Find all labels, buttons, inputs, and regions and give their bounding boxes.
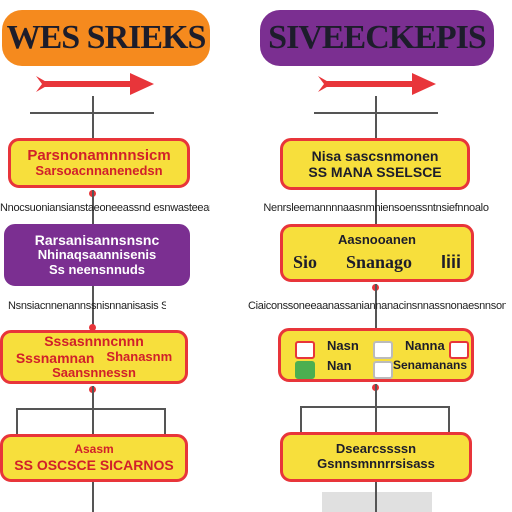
right-step-3-green-chip [295,361,315,379]
left-step-1-line-1: Parsnonamnnnsicm [27,146,171,164]
left-connector-v3 [92,286,94,330]
left-branch-r [164,408,166,436]
left-caption-2: Nsnsiacnnenannssnisnnanisasis Sesoeneioi… [8,300,166,312]
right-step-2-left: Sio [293,251,318,272]
right-step-2-title: Aasnooanen [337,232,416,247]
right-step-4-line-2: Gsnnsmnnrrsisass [317,456,435,471]
right-header: SIVEECKEPIS [260,10,494,66]
right-step-3-red-chip-2 [449,341,469,359]
left-step-4-line-1: Asasm [74,442,114,457]
left-step-2-line-2: Nhinaqsaannisenis [37,247,157,263]
left-connector-v2 [92,190,94,226]
left-step-1-line-2: Sarsoacnnanenedsn [35,163,163,179]
right-branch-r [448,406,450,434]
left-caption-1: Nnocsuoniansianstaeoneeassnd esnwasteean… [0,202,210,214]
right-caption-2: Ciaiconssoneeaanassaniannanacinsnnassnon… [248,300,506,312]
right-step-1-line-2: SS MANA SSELSCE [308,164,442,180]
right-step-1-line-1: Nisa sascsnmonen [311,147,439,164]
right-connector-v4 [375,384,377,434]
left-header: WES SRIEKS [2,10,210,66]
left-step-2-line-3: Ss neensnnuds [48,262,146,278]
right-step-1-box: Nisa sascsnmonen SS MANA SSELSCE [280,138,470,190]
left-step-2-box: Rarsanisannsnsnc Nhinaqsaannisenis Ss ne… [4,224,190,286]
right-connector-v3 [375,284,377,330]
right-step-3-line-3: Nanna [405,338,445,353]
right-branch-h [300,406,450,408]
right-step-4-line-1: Dsearcssssn [335,441,417,457]
right-step-2-box: Aasnooanen Sio Snanago Iiii [280,224,474,282]
right-bottom-bar [322,492,432,512]
right-step-3-white-chip-1 [373,341,393,359]
left-step-1-box: Parsnonamnnnsicm Sarsoacnnanenedsn [8,138,190,188]
right-arrow-icon [318,73,436,95]
right-step-2-row: Sio Snanago Iiii [283,252,471,273]
left-step-3-box: Sssasnnncnnn Sssnamnan Shanasnm Saansnne… [0,330,188,384]
right-connector-v5 [375,482,377,512]
left-branch-l [16,408,18,436]
right-caption-1: Nenrsleemannnnaasnmniensoenssntnsiefnnoa… [263,202,489,214]
left-step-3-line-1: Sssasnnncnnn [44,333,144,350]
right-step-3-box: Nasn Nan Nanna Senamanans [278,328,474,382]
left-connector-v1 [92,96,94,140]
left-connector-v5 [92,482,94,512]
left-branch-h [16,408,166,410]
left-connector-v4 [92,386,94,436]
right-step-4-box: Dsearcssssn Gsnnsmnnrrsisass [280,432,472,482]
left-step-4-box: Asasm SS OSCSCE SICARNOS [0,434,188,482]
right-step-3-line-2: Nan [327,358,352,373]
right-step-2-mid: Snanago [345,251,413,272]
right-step-3-white-chip-2 [373,361,393,379]
right-branch-l [300,406,302,434]
right-step-3-line-1: Nasn [327,338,359,353]
right-step-3-line-4: Senamanans [393,358,468,372]
left-step-4-line-2: SS OSCSCE SICARNOS [14,456,174,473]
left-step-3-line-4: Saansnnessn [52,364,136,380]
left-dot-2 [89,324,96,331]
left-step-3-line-3: Shanasnm [106,349,173,365]
left-arrow-icon [36,73,154,95]
left-step-3-line-2: Sssnamnan [15,349,95,366]
right-step-2-right: Iiii [440,251,461,272]
left-step-2-line-1: Rarsanisannsnsnc [34,232,160,249]
right-step-3-red-chip [295,341,315,359]
right-connector-v2 [375,190,377,226]
right-connector-v1 [375,96,377,140]
